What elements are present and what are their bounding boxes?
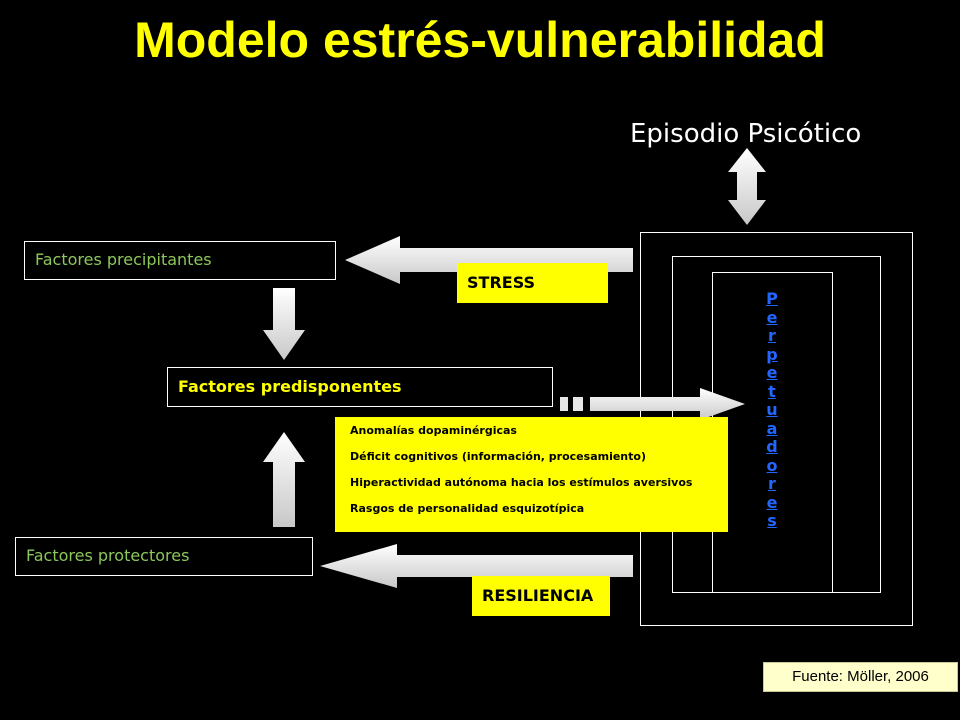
dash-2 xyxy=(573,397,583,411)
episode-label: Episodio Psicótico xyxy=(630,119,862,149)
label-stress: STRESS xyxy=(457,263,608,303)
list-item: Hiperactividad autónoma hacia los estímu… xyxy=(343,475,728,501)
perp-letter: P xyxy=(766,289,778,308)
double-arrow-episode xyxy=(728,148,766,225)
dash-1 xyxy=(560,397,568,411)
perp-letter: e xyxy=(766,363,778,382)
list-item: Déficit cognitivos (información, procesa… xyxy=(343,449,728,475)
perp-letter: e xyxy=(766,492,778,512)
label-resilience: RESILIENCIA xyxy=(472,576,610,616)
box-precipitating: Factores precipitantes xyxy=(24,241,336,280)
perp-letter: r xyxy=(768,474,776,493)
arrow-up-predisposing xyxy=(263,432,305,527)
box-protective: Factores protectores xyxy=(15,537,313,576)
perp-letter: d xyxy=(766,437,778,456)
perp-letter: r xyxy=(768,326,776,345)
source-note: Fuente: Möller, 2006 xyxy=(763,662,958,692)
perpetuators-vertical-text: P e r p e t u a d o r e s xyxy=(757,289,787,531)
list-item: Anomalías dopaminérgicas xyxy=(343,423,728,449)
page-title: Modelo estrés-vulnerabilidad xyxy=(134,12,826,68)
perp-letter: o xyxy=(766,455,778,475)
predisposing-list: Anomalías dopaminérgicas Déficit cogniti… xyxy=(335,417,728,532)
perp-letter: p xyxy=(766,344,778,364)
arrow-down-predisposing xyxy=(263,288,305,360)
perp-letter: t xyxy=(768,381,776,401)
perp-letter: e xyxy=(766,307,778,327)
box-predisposing: Factores predisponentes xyxy=(167,367,553,407)
perp-letter: a xyxy=(766,418,778,438)
arrow-perpetuators xyxy=(590,388,745,420)
perp-letter: u xyxy=(766,400,778,419)
perp-letter: s xyxy=(767,511,777,530)
list-item: Rasgos de personalidad esquizotípica xyxy=(343,501,728,527)
